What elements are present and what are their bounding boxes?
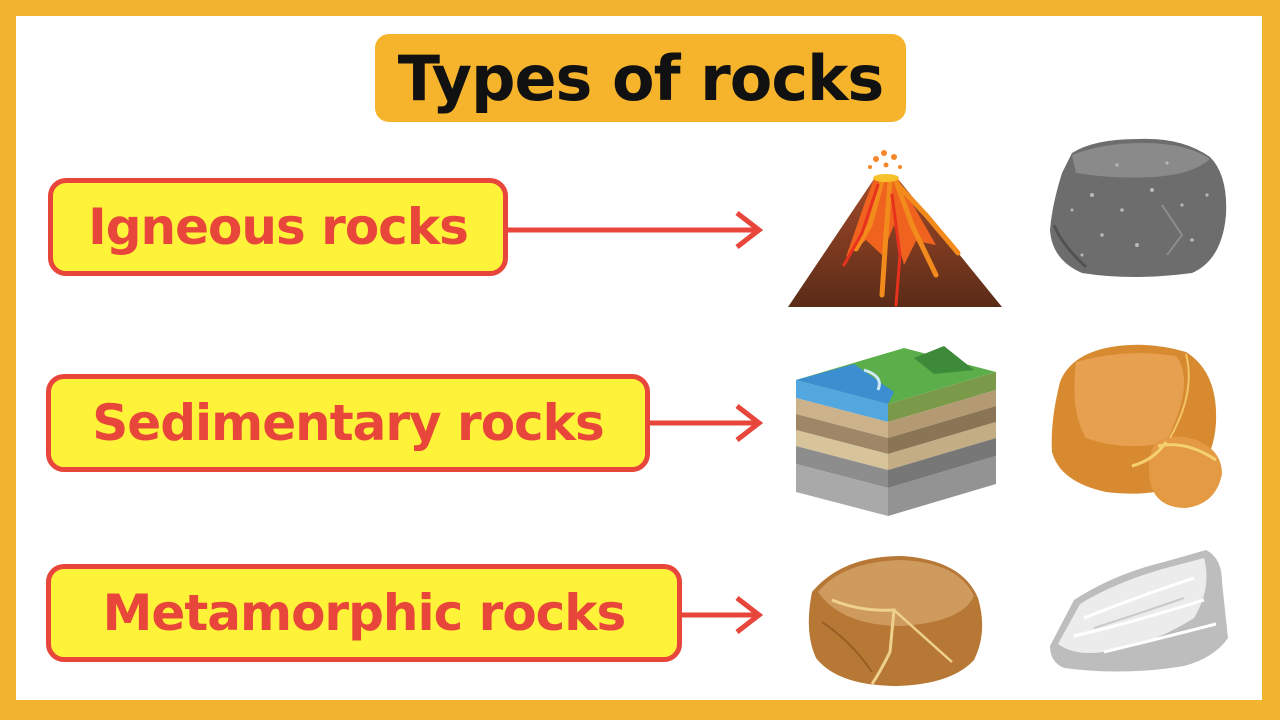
- gray-rock-icon: [1050, 138, 1227, 277]
- igneous-label-box: Igneous rocks: [48, 178, 508, 276]
- metamorphic-label-box: Metamorphic rocks: [46, 564, 682, 662]
- arrow-igneous-icon: [505, 211, 764, 249]
- sedimentary-label: Sedimentary rocks: [92, 394, 604, 452]
- white-rock-icon: [1050, 550, 1228, 672]
- sedimentary-label-box: Sedimentary rocks: [46, 374, 650, 472]
- layered-earth-icon: [796, 346, 996, 516]
- arrow-sedimentary-icon: [647, 404, 764, 442]
- orange-rock-icon: [1051, 344, 1222, 508]
- igneous-label: Igneous rocks: [88, 198, 469, 256]
- metamorphic-label: Metamorphic rocks: [102, 584, 627, 642]
- tan-rock-icon: [808, 556, 983, 686]
- title-banner: Types of rocks: [375, 34, 906, 122]
- volcano-icon: [788, 150, 1002, 307]
- arrow-metamorphic-icon: [679, 596, 764, 634]
- page-title: Types of rocks: [397, 41, 884, 115]
